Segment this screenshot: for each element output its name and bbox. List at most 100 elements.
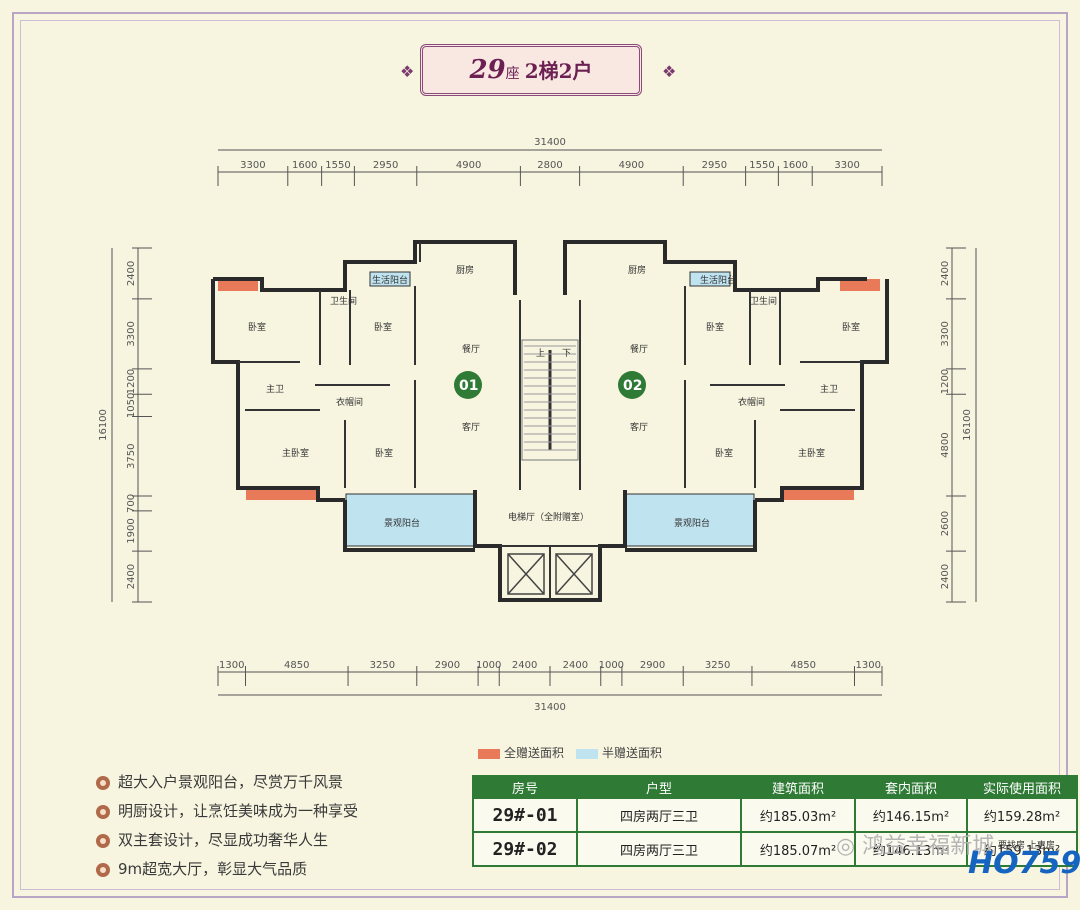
- bedroom-label-1c: 卧室: [375, 447, 393, 459]
- bedroom-label-2c: 卧室: [715, 447, 733, 459]
- dimension-total-top: 31400: [534, 137, 566, 148]
- dimension-bottom-segment: 3250: [705, 660, 730, 671]
- dimension-top-segment: 1550: [749, 160, 774, 171]
- col-header: 套内面积: [854, 775, 968, 799]
- unit2-number: 02: [623, 378, 642, 394]
- closet-label-2: 衣帽间: [738, 396, 765, 408]
- master-bedroom-label-2: 主卧室: [798, 447, 825, 459]
- dimension-top-segment: 1600: [292, 160, 317, 171]
- inner-area: 约146.15m²: [854, 797, 968, 833]
- dimension-left-segment: 3300: [126, 321, 137, 346]
- bath-label-1: 卫生间: [330, 295, 357, 307]
- bedroom-label-1b: 卧室: [374, 321, 392, 333]
- stair-up-label: 上: [536, 348, 545, 359]
- dimension-bottom-segment: 4850: [791, 660, 816, 671]
- dimension-right-segment: 1200: [940, 369, 951, 394]
- col-header: 建筑面积: [740, 775, 856, 799]
- dimension-top-segment: 1550: [325, 160, 350, 171]
- dimension-bottom-segment: 1300: [856, 660, 881, 671]
- unit1-number: 01: [459, 378, 478, 394]
- unit-area-table: 房号 户型 建筑面积 套内面积 实际使用面积 29#-01 四房两厅三卫 约18…: [472, 775, 1078, 867]
- full-gift-swatch: [478, 748, 500, 759]
- service-balcony-label-2: 生活阳台: [700, 274, 736, 286]
- master-bath-label-2: 主卫: [820, 383, 838, 395]
- dimension-left-segment: 3750: [126, 444, 137, 469]
- col-header: 户型: [576, 775, 742, 799]
- closet-label-1: 衣帽间: [336, 396, 363, 408]
- build-area: 约185.03m²: [740, 797, 856, 833]
- dimension-bottom-segment: 2400: [563, 660, 588, 671]
- unit2-badge: [618, 371, 646, 399]
- bedroom-label-2a: 卧室: [706, 321, 724, 333]
- building-config: 2梯2户: [524, 59, 593, 83]
- dimension-right-segment: 2400: [940, 564, 951, 589]
- bath-label-2: 卫生间: [750, 295, 777, 307]
- usable-area: 约159.28m²: [966, 797, 1078, 833]
- dimension-left-segment: 700: [126, 494, 137, 513]
- dimension-bottom-segment: 1000: [599, 660, 624, 671]
- dining-label-2: 餐厅: [630, 343, 648, 355]
- dimension-top-segment: 3300: [834, 160, 859, 171]
- inner-area: 约146.13m²: [854, 831, 968, 867]
- flower-bullet-icon: [96, 775, 110, 790]
- service-balcony-right: [689, 271, 731, 287]
- dimension-right-segment: 2400: [940, 261, 951, 286]
- watermark-text: ◎ 鸿益幸福新城: [836, 834, 995, 859]
- bay-window-3: [246, 488, 318, 500]
- dimension-total-left: 16100: [98, 409, 109, 441]
- col-header: 实际使用面积: [966, 775, 1078, 799]
- dimension-top-segment: 4900: [456, 160, 481, 171]
- dimension-left-segment: 1900: [126, 518, 137, 543]
- legend-full: 全赠送面积: [478, 744, 564, 761]
- elevators: [507, 553, 593, 595]
- col-header: 房号: [472, 775, 578, 799]
- dimension-bottom-segment: 2900: [435, 660, 460, 671]
- dimension-right-segment: 2600: [940, 511, 951, 536]
- bedroom-label-2b: 卧室: [842, 321, 860, 333]
- dining-label-1: 餐厅: [462, 343, 480, 355]
- half-gift-label: 半赠送面积: [602, 746, 663, 760]
- dimension-left-segment: 2400: [126, 261, 137, 286]
- build-area: 约185.07m²: [740, 831, 856, 867]
- table-header-row: 房号 户型 建筑面积 套内面积 实际使用面积: [472, 775, 1078, 799]
- ornament-left-icon: ❖: [400, 62, 415, 81]
- dimension-left-segment: 2400: [126, 564, 137, 589]
- dimension-top-segment: 2800: [537, 160, 562, 171]
- dimension-left-segment: 1050: [126, 393, 137, 418]
- dimension-bottom-segment: 4850: [284, 660, 309, 671]
- view-balcony-label-1: 景观阳台: [384, 517, 420, 529]
- dimension-left-segment: 1200: [126, 369, 137, 394]
- master-bedroom-label-1: 主卧室: [282, 447, 309, 459]
- usable-area: 约159.13m²: [966, 831, 1078, 867]
- half-gift-swatch: [576, 748, 598, 759]
- unit-code: 29#-02: [472, 831, 578, 867]
- staircase: [521, 339, 579, 461]
- kitchen-label-2: 厨房: [628, 264, 646, 276]
- elevator-hall-label: 电梯厅（全附赠室）: [508, 511, 589, 523]
- dimension-right-segment: 3300: [940, 321, 951, 346]
- flower-bullet-icon: [96, 804, 110, 819]
- dimension-top-segment: 2950: [373, 160, 398, 171]
- dimension-bottom-segment: 2900: [640, 660, 665, 671]
- outer-frame: [12, 12, 1068, 898]
- dimension-right-segment: 4800: [940, 432, 951, 457]
- feature-item: 明厨设计，让烹饪美味成为一种享受: [96, 797, 358, 826]
- unit-type: 四房两厅三卫: [576, 797, 742, 833]
- flower-bullet-icon: [96, 862, 110, 877]
- dimension-bottom-segment: 1300: [219, 660, 244, 671]
- building-suffix: 座: [505, 66, 520, 82]
- view-balcony-right: [623, 493, 755, 547]
- feature-item: 双主套设计，尽显成功奢华人生: [96, 826, 358, 855]
- feature-item: 9m超宽大厅，彰显大气品质: [96, 855, 358, 884]
- bay-window-1: [218, 279, 258, 291]
- master-bath-label-1: 主卫: [266, 383, 284, 395]
- title-plate: 29座 2梯2户: [420, 44, 642, 96]
- bedroom-label-1a: 卧室: [248, 321, 266, 333]
- service-balcony-left: [369, 271, 411, 287]
- dimension-top-segment: 1600: [783, 160, 808, 171]
- dimension-bottom-segment: 2400: [512, 660, 537, 671]
- bay-window-4: [782, 488, 854, 500]
- service-balcony-label-1: 生活阳台: [372, 274, 408, 286]
